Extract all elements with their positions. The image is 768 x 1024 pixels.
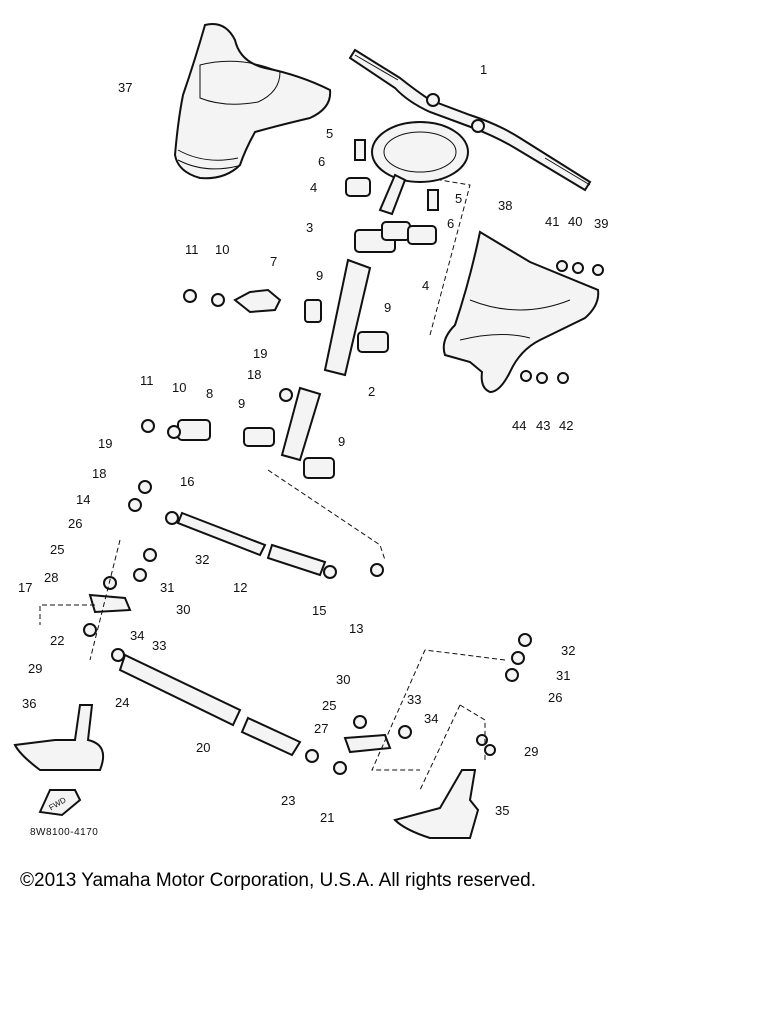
callout-label: 34 bbox=[130, 628, 144, 643]
callout-label: 33 bbox=[152, 638, 166, 653]
callout-label: 29 bbox=[28, 661, 42, 676]
callout-label: 22 bbox=[50, 633, 64, 648]
callout-label: 25 bbox=[50, 542, 64, 557]
callout-label: 38 bbox=[498, 198, 512, 213]
callout-label: 31 bbox=[160, 580, 174, 595]
callout-label: 11 bbox=[140, 373, 154, 388]
callout-label: 1 bbox=[480, 62, 487, 77]
callout-label: 14 bbox=[76, 492, 90, 507]
knuckle-right-part bbox=[393, 769, 480, 839]
callout-label: 5 bbox=[455, 191, 462, 206]
callout-label: 20 bbox=[196, 740, 210, 755]
callout-label: 26 bbox=[548, 690, 562, 705]
callout-label: 4 bbox=[310, 180, 317, 195]
callout-label: 10 bbox=[172, 380, 186, 395]
callout-label: 16 bbox=[180, 474, 194, 489]
diagram-reference-code: 8W8100-4170 bbox=[30, 827, 99, 838]
callout-label: 23 bbox=[281, 793, 295, 808]
callout-label: 8 bbox=[206, 386, 213, 401]
callout-label: 30 bbox=[176, 602, 190, 617]
callout-label: 27 bbox=[314, 721, 328, 736]
callout-label: 2 bbox=[368, 384, 375, 399]
callout-label: 21 bbox=[320, 810, 334, 825]
callout-label: 9 bbox=[238, 396, 245, 411]
steering-column-part bbox=[280, 258, 372, 462]
callout-label: 18 bbox=[247, 367, 261, 382]
callout-label: 37 bbox=[118, 80, 132, 95]
callout-label: 6 bbox=[318, 154, 325, 169]
callout-label: 5 bbox=[326, 126, 333, 141]
callout-label: 9 bbox=[338, 434, 345, 449]
callout-label: 26 bbox=[68, 516, 82, 531]
fwd-arrow-icon: FWD bbox=[38, 789, 82, 817]
handlebar-part bbox=[348, 48, 592, 192]
callout-label: 4 bbox=[422, 278, 429, 293]
callout-label: 29 bbox=[524, 744, 538, 759]
callout-label: 13 bbox=[349, 621, 363, 636]
callout-label: 7 bbox=[270, 254, 277, 269]
callout-label: 34 bbox=[424, 711, 438, 726]
callout-label: 36 bbox=[22, 696, 36, 711]
callout-label: 39 bbox=[594, 216, 608, 231]
callout-label: 30 bbox=[336, 672, 350, 687]
knuckle-left-part bbox=[13, 704, 104, 771]
steering-ring-part bbox=[371, 121, 469, 216]
leader-lines bbox=[39, 179, 506, 791]
callout-label: 18 bbox=[92, 466, 106, 481]
callout-label: 11 bbox=[185, 242, 199, 257]
callout-label: 24 bbox=[115, 695, 129, 710]
handlebar-cover-part bbox=[173, 23, 332, 180]
callout-label: 42 bbox=[559, 418, 573, 433]
callout-label: 17 bbox=[18, 580, 32, 595]
callout-label: 3 bbox=[306, 220, 313, 235]
bracket-part bbox=[442, 230, 600, 394]
callout-label: 9 bbox=[384, 300, 391, 315]
callout-label: 40 bbox=[568, 214, 582, 229]
callout-label: 41 bbox=[545, 214, 559, 229]
callout-label: 43 bbox=[536, 418, 550, 433]
callout-label: 25 bbox=[322, 698, 336, 713]
tie-rod-lower-part bbox=[118, 653, 302, 757]
callout-label: 35 bbox=[495, 803, 509, 818]
callout-label: 33 bbox=[407, 692, 421, 707]
callout-label: 19 bbox=[98, 436, 112, 451]
callout-label: 15 bbox=[312, 603, 326, 618]
callout-label: 19 bbox=[253, 346, 267, 361]
tie-rod-upper-part bbox=[176, 511, 327, 577]
copyright-notice: ©2013 Yamaha Motor Corporation, U.S.A. A… bbox=[20, 870, 536, 891]
callout-label: 31 bbox=[556, 668, 570, 683]
callout-label: 10 bbox=[215, 242, 229, 257]
callout-label: 28 bbox=[44, 570, 58, 585]
callout-label: 12 bbox=[233, 580, 247, 595]
callout-label: 32 bbox=[561, 643, 575, 658]
callout-label: 32 bbox=[195, 552, 209, 567]
callout-label: 6 bbox=[447, 216, 454, 231]
small-parts bbox=[83, 139, 604, 775]
callout-label: 9 bbox=[316, 268, 323, 283]
callout-label: 44 bbox=[512, 418, 526, 433]
